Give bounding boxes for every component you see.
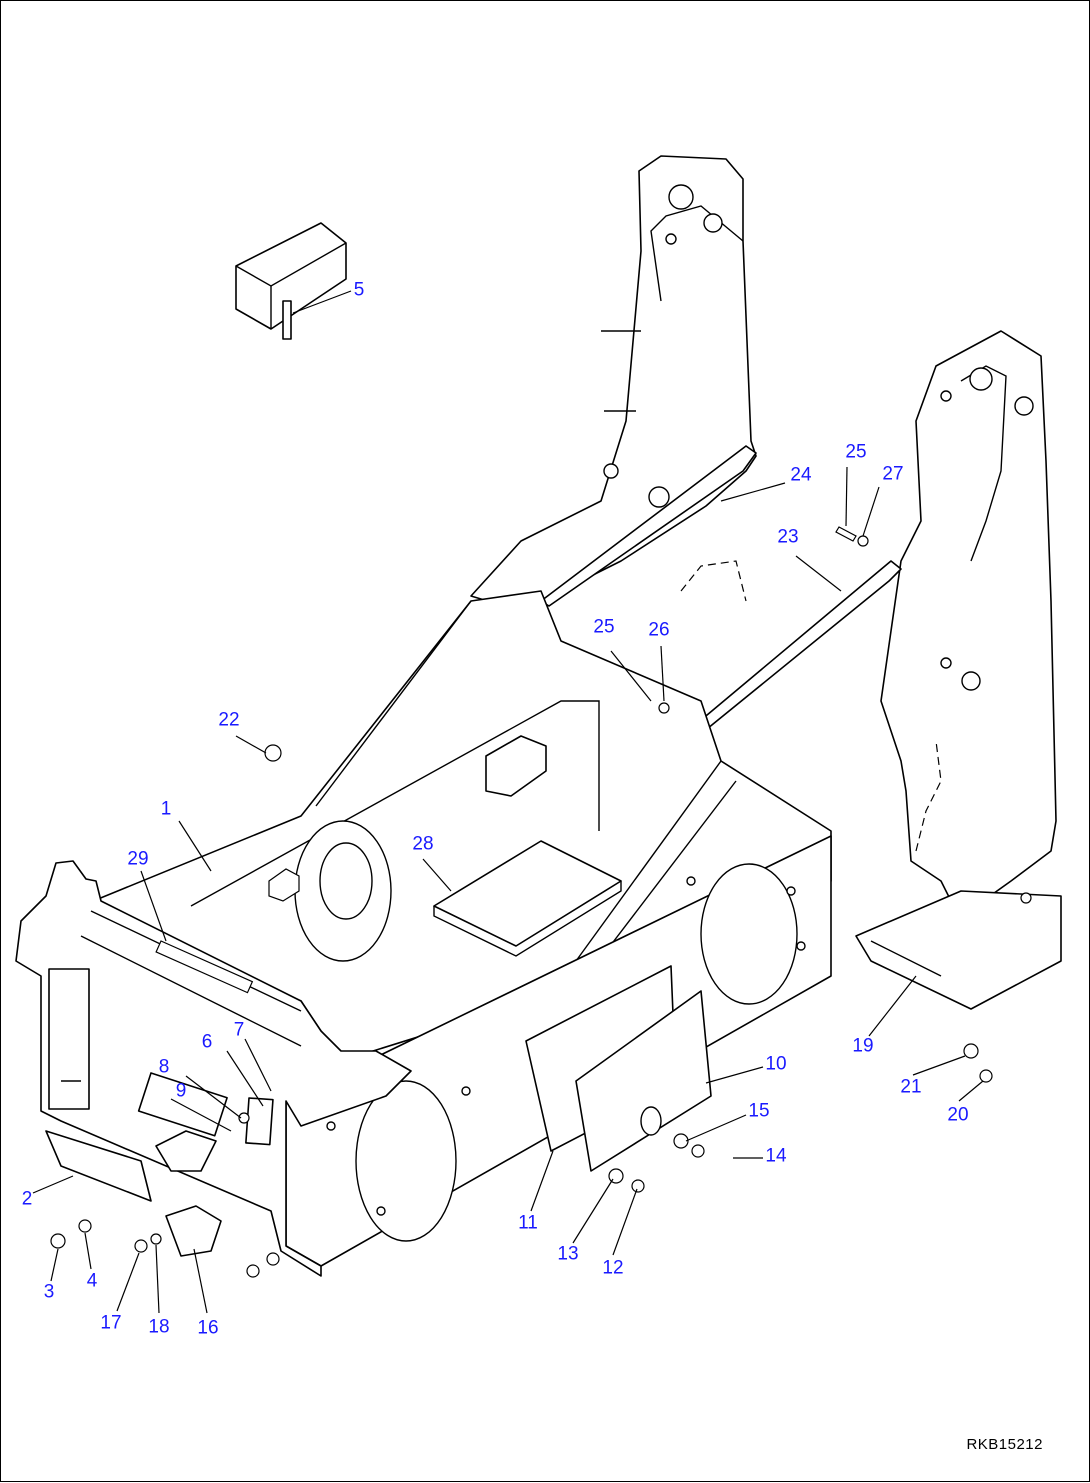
callout-7: 7 bbox=[233, 1019, 245, 1041]
callout-10: 10 bbox=[765, 1053, 787, 1075]
cover-10 bbox=[575, 990, 712, 1172]
front-end bbox=[15, 860, 412, 1277]
callout-20: 20 bbox=[947, 1104, 969, 1126]
callout-1: 1 bbox=[160, 798, 172, 820]
leader-lines bbox=[32, 290, 984, 1314]
callout-28: 28 bbox=[412, 833, 434, 855]
callout-24: 24 bbox=[790, 464, 812, 486]
callout-15: 15 bbox=[748, 1100, 770, 1122]
callout-22: 22 bbox=[218, 709, 240, 731]
callout-18: 18 bbox=[148, 1316, 170, 1338]
callout-26: 26 bbox=[648, 619, 670, 641]
plate-19 bbox=[855, 890, 1062, 1010]
cover-2 bbox=[45, 1130, 152, 1202]
callout-11: 11 bbox=[518, 1212, 538, 1234]
callout-25-lower: 25 bbox=[593, 616, 615, 638]
callout-14: 14 bbox=[765, 1145, 787, 1167]
callout-5: 5 bbox=[353, 279, 365, 301]
callout-17: 17 bbox=[100, 1312, 122, 1334]
callout-3: 3 bbox=[43, 1281, 55, 1303]
block-5 bbox=[235, 222, 347, 330]
callout-13: 13 bbox=[557, 1243, 579, 1265]
callout-2: 2 bbox=[21, 1188, 33, 1210]
callout-29: 29 bbox=[127, 848, 149, 870]
callout-8: 8 bbox=[158, 1056, 170, 1078]
callout-4: 4 bbox=[86, 1270, 98, 1292]
drawing-code: RKB15212 bbox=[966, 1436, 1043, 1453]
callout-12: 12 bbox=[602, 1257, 624, 1279]
callout-6: 6 bbox=[201, 1031, 213, 1053]
callout-27: 27 bbox=[882, 463, 904, 485]
callout-23: 23 bbox=[777, 526, 799, 548]
callout-9: 9 bbox=[175, 1080, 187, 1102]
brace-arm-24 bbox=[540, 445, 757, 607]
callout-21: 21 bbox=[900, 1076, 922, 1098]
right-tower bbox=[880, 330, 1057, 907]
brace-arm-23 bbox=[675, 560, 902, 747]
callout-19: 19 bbox=[852, 1035, 874, 1057]
callout-25-upper: 25 bbox=[845, 441, 867, 463]
callout-16: 16 bbox=[197, 1317, 219, 1339]
bracket-16 bbox=[165, 1205, 222, 1257]
